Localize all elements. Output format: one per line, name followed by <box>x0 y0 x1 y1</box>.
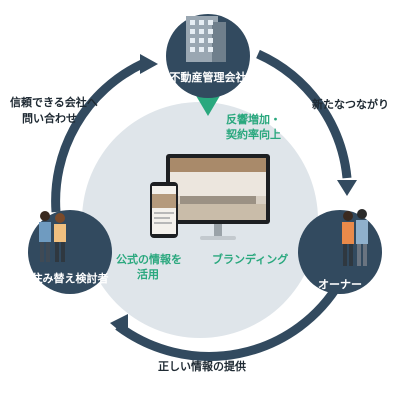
inner-top-line1: 反響増加・ <box>226 113 281 126</box>
inner-left-line1: 公式の情報を <box>116 253 182 266</box>
office-building-icon <box>186 16 226 62</box>
node-right-label: オーナー <box>318 278 362 291</box>
arrowhead-to-left <box>110 314 128 338</box>
ring-arc-bottom <box>115 279 344 361</box>
node-top-label: 不動産管理会社 <box>169 71 247 84</box>
edge-top-to-right: 新たなつながり <box>312 98 389 111</box>
phone-screen <box>152 186 176 234</box>
node-left-label: 住み替え検討者 <box>31 272 109 285</box>
desktop-and-phone-website-icon <box>150 154 270 240</box>
couple-icon-right <box>342 209 368 266</box>
inner-top-line2: 契約率向上 <box>226 128 281 141</box>
ring-arc-top-left <box>51 59 144 213</box>
ring-arc-top-right <box>256 49 352 179</box>
edge-right-to-left: 正しい情報の提供 <box>158 360 246 373</box>
green-arrow-down <box>195 94 221 116</box>
inner-right-label: ブランディング <box>212 253 289 266</box>
inner-left-line2: 活用 <box>137 268 159 281</box>
arrowhead-to-top <box>140 54 158 74</box>
arrowhead-to-right <box>337 180 357 196</box>
edge-left-to-top-line2: 問い合わせ <box>22 112 77 125</box>
edge-left-to-top-line1: 信頼できる会社へ <box>10 96 98 109</box>
couple-icon-left <box>39 211 66 262</box>
cycle-ring <box>51 49 352 361</box>
